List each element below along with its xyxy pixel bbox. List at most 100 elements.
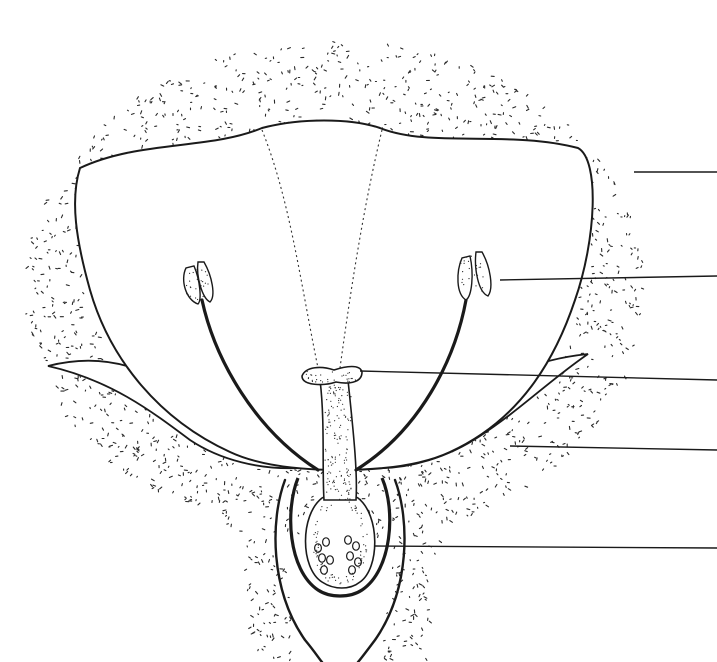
stipple-mark bbox=[609, 245, 610, 246]
stipple-mark bbox=[152, 479, 155, 481]
stipple-dot bbox=[328, 459, 329, 460]
stipple-mark bbox=[164, 470, 166, 471]
stipple-mark bbox=[268, 110, 269, 111]
stipple-dot bbox=[320, 509, 321, 510]
stipple-dot bbox=[481, 290, 482, 291]
stipple-mark bbox=[264, 554, 265, 555]
stipple-mark bbox=[450, 499, 451, 500]
stipple-mark bbox=[251, 633, 254, 634]
stipple-mark bbox=[79, 156, 80, 158]
stipple-mark bbox=[225, 66, 227, 67]
stipple-dot bbox=[205, 283, 206, 284]
stipple-mark bbox=[223, 501, 225, 503]
stipple-mark bbox=[547, 127, 550, 128]
stipple-dot bbox=[335, 457, 336, 458]
stipple-mark bbox=[216, 128, 219, 129]
stipple-mark bbox=[633, 345, 635, 346]
stipple-dot bbox=[460, 260, 461, 261]
stipple-mark bbox=[91, 159, 92, 160]
stipple-mark bbox=[65, 203, 68, 204]
stipple-mark bbox=[345, 76, 347, 79]
stipple-mark bbox=[403, 77, 404, 79]
stipple-dot bbox=[325, 450, 326, 451]
stipple-dot bbox=[341, 375, 342, 376]
stipple-mark bbox=[154, 441, 157, 442]
stipple-dot bbox=[348, 470, 349, 471]
stipple-mark bbox=[76, 348, 78, 349]
stipple-dot bbox=[315, 381, 316, 382]
stipple-dot bbox=[332, 371, 333, 372]
stipple-mark bbox=[591, 391, 593, 393]
stipple-dot bbox=[344, 462, 345, 463]
stipple-mark bbox=[415, 536, 417, 537]
stipple-mark bbox=[178, 456, 179, 457]
stipple-dot bbox=[330, 425, 331, 426]
stipple-mark bbox=[510, 115, 512, 116]
stipple-dot bbox=[316, 537, 317, 538]
stipple-mark bbox=[270, 496, 272, 497]
stipple-mark bbox=[607, 284, 608, 285]
stipple-mark bbox=[350, 118, 353, 120]
stipple-mark bbox=[270, 518, 271, 519]
stipple-mark bbox=[490, 85, 491, 86]
stipple-mark bbox=[612, 356, 613, 357]
stipple-mark bbox=[267, 590, 268, 592]
stipple-mark bbox=[426, 658, 427, 660]
stipple-dot bbox=[326, 426, 327, 427]
stipple-mark bbox=[551, 462, 552, 463]
stipple-dot bbox=[360, 525, 361, 526]
stipple-dot bbox=[331, 574, 332, 575]
stipple-dot bbox=[316, 550, 317, 551]
stipple-dot bbox=[341, 435, 342, 436]
stipple-dot bbox=[195, 288, 196, 289]
stipple-mark bbox=[421, 551, 422, 553]
stipple-mark bbox=[429, 621, 431, 623]
stipple-dot bbox=[315, 542, 316, 543]
stipple-dot bbox=[363, 556, 364, 557]
stipple-mark bbox=[139, 101, 140, 102]
stipple-dot bbox=[331, 456, 332, 457]
stipple-mark bbox=[163, 462, 166, 463]
stipple-mark bbox=[527, 105, 529, 108]
stipple-mark bbox=[445, 62, 446, 64]
stipple-dot bbox=[468, 261, 469, 262]
stipple-dot bbox=[341, 476, 342, 477]
stipple-dot bbox=[335, 489, 336, 490]
stipple-mark bbox=[273, 606, 275, 608]
stipple-mark bbox=[578, 432, 579, 434]
stipple-dot bbox=[348, 378, 349, 379]
stipple-dot bbox=[333, 407, 334, 408]
stipple-mark bbox=[102, 428, 103, 430]
stipple-mark bbox=[358, 63, 359, 64]
stipple-mark bbox=[445, 482, 447, 483]
stipple-mark bbox=[384, 640, 386, 641]
stipple-mark bbox=[480, 492, 482, 494]
stipple-mark bbox=[41, 343, 42, 344]
stipple-mark bbox=[474, 102, 475, 104]
stipple-dot bbox=[347, 379, 348, 380]
stipple-dot bbox=[347, 471, 348, 472]
stipple-mark bbox=[132, 114, 135, 115]
stipple-mark bbox=[218, 497, 219, 500]
stipple-mark bbox=[314, 77, 316, 80]
stipple-mark bbox=[273, 593, 275, 595]
stipple-dot bbox=[334, 433, 335, 434]
stipple-mark bbox=[76, 331, 77, 333]
stipple-mark bbox=[595, 239, 596, 240]
stipple-mark bbox=[485, 114, 486, 115]
stipple-mark bbox=[456, 512, 457, 514]
stipple-dot bbox=[330, 388, 331, 389]
stipple-mark bbox=[452, 510, 453, 512]
stipple-mark bbox=[523, 437, 524, 439]
stipple-mark bbox=[258, 78, 259, 79]
stipple-mark bbox=[112, 391, 114, 392]
stipple-mark bbox=[526, 137, 527, 140]
stipple-mark bbox=[617, 337, 618, 338]
stipple-mark bbox=[269, 109, 270, 110]
stipple-mark bbox=[563, 390, 564, 391]
stipple-dot bbox=[349, 372, 350, 373]
stipple-mark bbox=[456, 127, 458, 128]
stipple-mark bbox=[413, 57, 415, 58]
stipple-mark bbox=[48, 220, 49, 222]
stipple-mark bbox=[594, 411, 595, 412]
